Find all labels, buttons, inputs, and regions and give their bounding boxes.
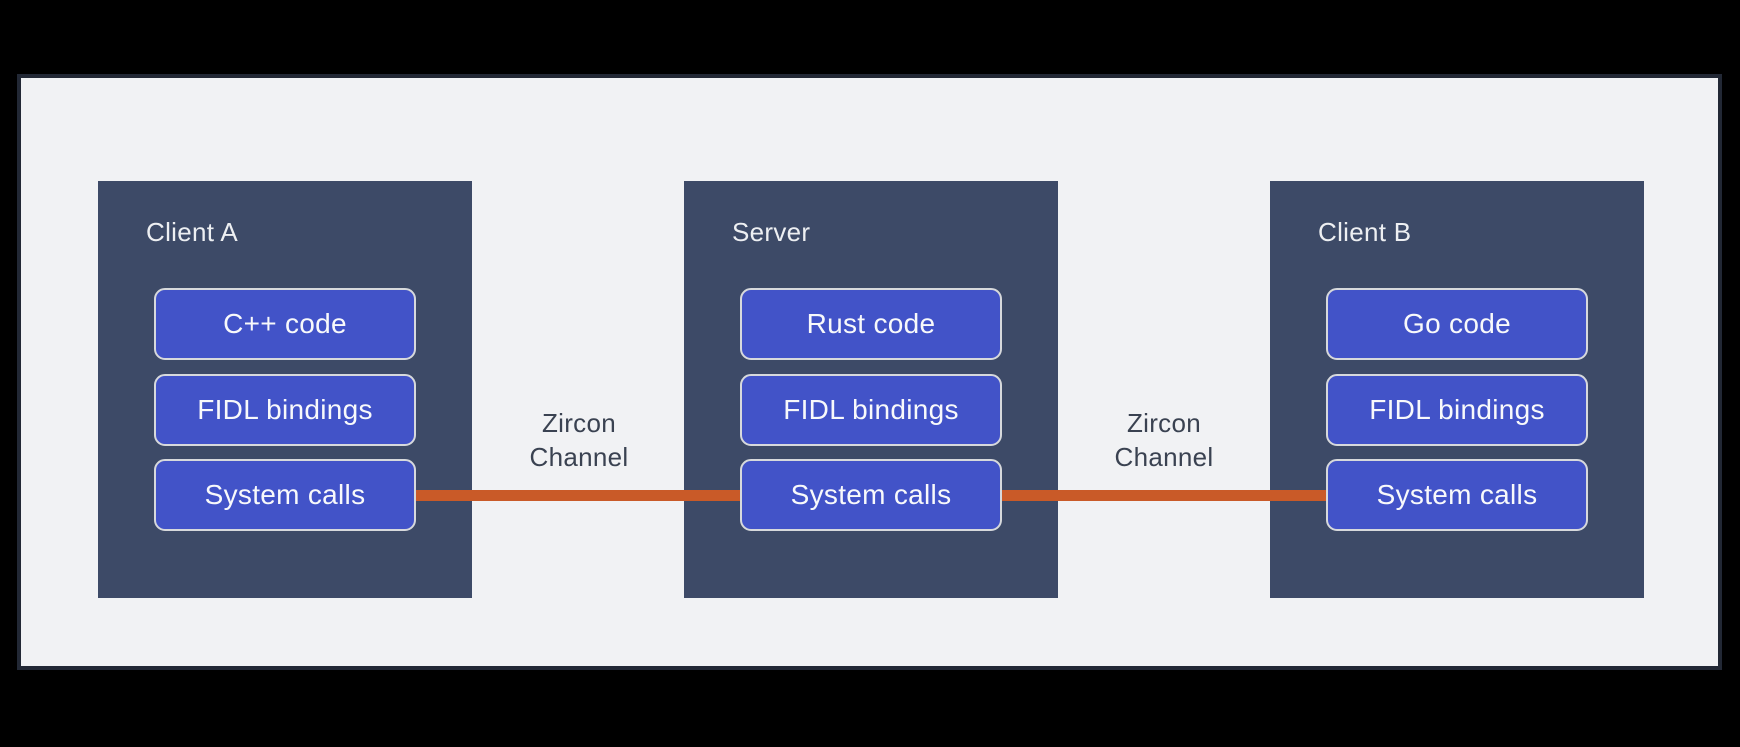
node-fidl-bindings: FIDL bindings: [740, 374, 1002, 446]
zircon-channel-label-right: Zircon Channel: [1114, 408, 1214, 472]
node-cpp-code: C++ code: [154, 288, 416, 360]
node-rust-code: Rust code: [740, 288, 1002, 360]
panel-server-title: Server: [732, 217, 811, 247]
panel-server: Server Rust code FIDL bindings System ca…: [684, 181, 1058, 598]
zircon-channel-line-left: [416, 490, 740, 501]
node-system-calls: System calls: [740, 459, 1002, 531]
node-fidl-bindings: FIDL bindings: [1326, 374, 1588, 446]
panel-client-b-title: Client B: [1318, 217, 1412, 247]
node-fidl-bindings: FIDL bindings: [154, 374, 416, 446]
panel-client-b: Client B Go code FIDL bindings System ca…: [1270, 181, 1644, 598]
panel-client-a: Client A C++ code FIDL bindings System c…: [98, 181, 472, 598]
node-system-calls: System calls: [1326, 459, 1588, 531]
zircon-channel-label-left: Zircon Channel: [529, 408, 629, 472]
zircon-channel-line-right: [1002, 490, 1326, 501]
node-go-code: Go code: [1326, 288, 1588, 360]
node-system-calls: System calls: [154, 459, 416, 531]
panel-client-a-title: Client A: [146, 217, 239, 247]
